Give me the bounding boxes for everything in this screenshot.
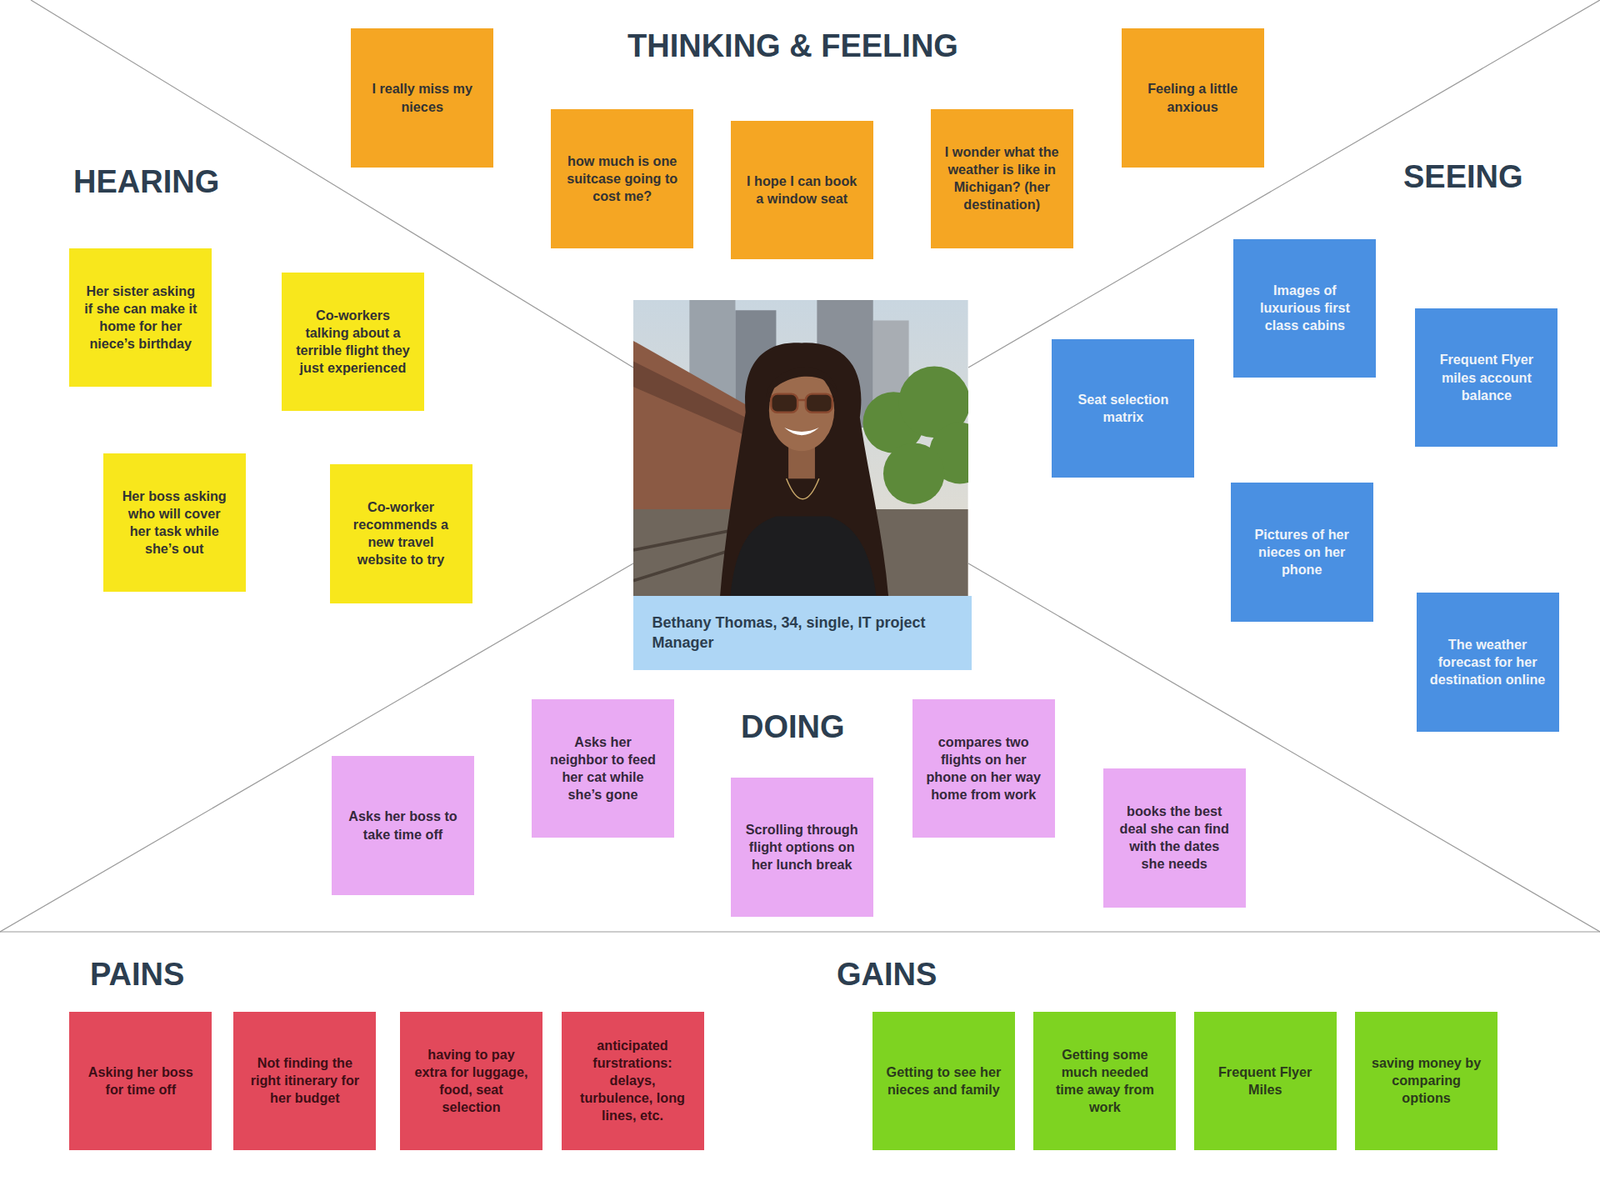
gain-note: Getting some much needed time away from … <box>1033 1011 1176 1151</box>
section-heading: SEEING <box>1403 158 1524 197</box>
seeing-note: The weather forecast for her destination… <box>1416 592 1560 732</box>
persona-card: Bethany Thomas, 34, single, IT project M… <box>633 595 972 670</box>
note-text: Feeling a little anxious <box>1135 80 1251 115</box>
hair <box>720 342 889 596</box>
section-heading: HEARING <box>73 163 220 202</box>
note-text: compares two flights on her phone on her… <box>925 733 1042 804</box>
note-text: Seat selection matrix <box>1065 390 1181 426</box>
section-heading: GAINS <box>836 955 937 995</box>
thinking-note: how much is one suitcase going to cost m… <box>550 109 694 249</box>
hearing-note: Her sister asking if she can make it hom… <box>69 248 212 388</box>
fringe <box>766 367 839 397</box>
note-text: Frequent Flyer miles account balance <box>1428 350 1545 404</box>
thinking-note: I wonder what the weather is like in Mic… <box>930 109 1074 249</box>
pain-note: anticipated furstrations: delays, turbul… <box>561 1011 705 1151</box>
thinking-note: I hope I can book a window seat <box>730 120 874 260</box>
hearing-note: Her boss asking who will cover her task … <box>103 453 246 593</box>
note-text: I really miss my nieces <box>364 80 480 115</box>
smile <box>785 427 820 435</box>
persona-photo <box>633 300 969 596</box>
note-text: Getting some much needed time away from … <box>1046 1045 1163 1116</box>
doing-note: Asks her neighbor to feed her cat while … <box>531 699 675 839</box>
pain-note: Asking her boss for time off <box>69 1011 212 1151</box>
note-text: having to pay extra for luggage, food, s… <box>413 1045 530 1116</box>
necklace <box>786 478 820 499</box>
hearing-note: Co-workers talking about a terrible flig… <box>281 272 425 412</box>
gain-note: Getting to see her nieces and family <box>872 1011 1015 1151</box>
seeing-note: Frequent Flyer miles account balance <box>1415 308 1558 448</box>
top <box>730 516 877 597</box>
note-text: The weather forecast for her destination… <box>1430 635 1546 689</box>
note-text: Scrolling through flight options on her … <box>744 820 860 874</box>
note-text: Images of luxurious first class cabins <box>1246 281 1363 335</box>
note-text: Asking her boss for time off <box>82 1063 199 1099</box>
note-text: Getting to see her nieces and family <box>885 1063 1002 1099</box>
hearing-note: Co-worker recommends a new travel websit… <box>330 464 473 604</box>
note-text: Her boss asking who will cover her task … <box>116 487 233 558</box>
note-text: Pictures of her nieces on her phone <box>1244 525 1360 579</box>
thinking-note: I really miss my nieces <box>350 28 494 168</box>
note-text: Frequent Flyer Miles <box>1207 1063 1324 1099</box>
thinking-note: Feeling a little anxious <box>1121 28 1265 168</box>
note-text: Asks her neighbor to feed her cat while … <box>545 733 661 804</box>
note-text: Asks her boss to take time off <box>345 807 461 843</box>
note-text: I wonder what the weather is like in Mic… <box>944 143 1060 214</box>
section-heading: PAINS <box>90 955 185 995</box>
doing-note: Asks her boss to take time off <box>331 755 475 895</box>
note-text: anticipated furstrations: delays, turbul… <box>575 1036 691 1125</box>
pain-note: Not finding the right itinerary for her … <box>233 1011 376 1151</box>
seeing-note: Seat selection matrix <box>1051 339 1195 479</box>
doing-note: books the best deal she can find with th… <box>1103 768 1246 908</box>
gain-note: saving money by comparing options <box>1355 1011 1498 1151</box>
note-text: I hope I can book a window seat <box>744 172 860 208</box>
doing-note: compares two flights on her phone on her… <box>912 699 1055 839</box>
sky <box>633 300 969 596</box>
seeing-note: Pictures of her nieces on her phone <box>1230 482 1374 622</box>
note-text: how much is one suitcase going to cost m… <box>564 152 680 205</box>
trees <box>863 366 969 505</box>
note-text: Her sister asking if she can make it hom… <box>82 282 199 353</box>
section-heading: THINKING & FEELING <box>627 27 959 66</box>
note-text: Co-workers talking about a terrible flig… <box>295 306 411 377</box>
note-text: Bethany Thomas, 34, single, IT project M… <box>651 613 954 653</box>
ground <box>633 509 969 596</box>
note-text: saving money by comparing options <box>1368 1054 1485 1107</box>
note-text: Not finding the right itinerary for her … <box>246 1054 363 1107</box>
divider-line <box>0 930 1600 932</box>
seeing-note: Images of luxurious first class cabins <box>1233 239 1376 379</box>
note-text: books the best deal she can find with th… <box>1116 802 1233 873</box>
doing-note: Scrolling through flight options on her … <box>730 777 874 917</box>
pain-note: having to pay extra for luggage, food, s… <box>400 1011 543 1151</box>
gain-note: Frequent Flyer Miles <box>1194 1011 1337 1151</box>
note-text: Co-worker recommends a new travel websit… <box>343 498 460 569</box>
sunglasses <box>771 394 833 413</box>
section-heading: DOING <box>740 708 845 747</box>
